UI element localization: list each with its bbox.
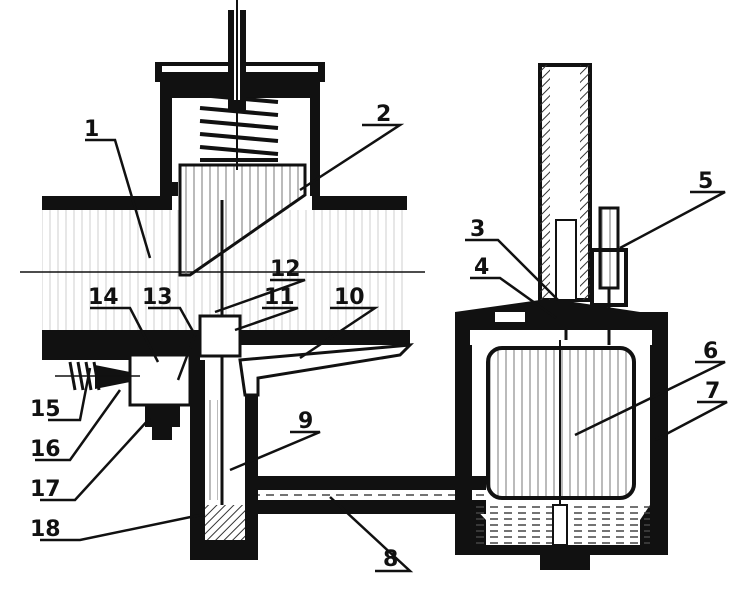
callout-labels: 1 2 3 4 5 6 7 8 9 10 11 12 13 14 15 16 1… — [30, 102, 720, 572]
idle-passage-10 — [238, 343, 414, 397]
leader-10 — [299, 306, 380, 360]
leader-9 — [229, 430, 321, 472]
throttle-slide — [178, 163, 307, 277]
leader-3 — [465, 238, 559, 301]
leader-16 — [35, 389, 122, 462]
callout-13: 13 — [142, 285, 173, 310]
callout-6: 6 — [703, 339, 718, 364]
callout-5: 5 — [698, 169, 713, 194]
leader-8 — [329, 496, 414, 573]
callout-11: 11 — [264, 285, 295, 310]
callout-14: 14 — [88, 285, 119, 310]
main-jet — [205, 505, 245, 540]
callout-1: 1 — [84, 117, 99, 142]
callout-9: 9 — [298, 409, 313, 434]
callout-16: 16 — [30, 437, 61, 462]
fuel-line — [258, 476, 486, 514]
callout-3: 3 — [470, 217, 485, 242]
leader-6 — [574, 360, 726, 437]
idle-jet-body — [128, 353, 192, 407]
callout-18: 18 — [30, 517, 61, 542]
callout-4: 4 — [474, 255, 489, 280]
leader-lines — [35, 123, 728, 573]
callout-10: 10 — [334, 285, 365, 310]
leader-14 — [90, 306, 160, 363]
leader-5 — [619, 190, 726, 250]
float-chamber — [455, 63, 668, 570]
needle-jet-block — [198, 314, 242, 358]
callout-15: 15 — [30, 397, 61, 422]
jet-tube — [190, 360, 258, 560]
idle-screw-17 — [145, 405, 180, 427]
leader-15 — [48, 367, 92, 422]
callout-17: 17 — [30, 477, 61, 502]
air-channel-top-wall-right — [312, 196, 407, 210]
leader-7 — [654, 400, 728, 442]
leader-4 — [470, 276, 557, 320]
leader-1 — [85, 138, 152, 259]
callout-7: 7 — [705, 379, 720, 404]
leader-12 — [214, 278, 306, 314]
carburetor-body — [20, 0, 425, 560]
air-channel-top-wall — [42, 182, 178, 196]
leader-17 — [40, 417, 151, 502]
slide-housing — [160, 80, 320, 196]
callout-8: 8 — [383, 547, 398, 572]
leader-2 — [299, 123, 405, 192]
float-chamber-lid — [455, 300, 668, 330]
leader-13 — [148, 306, 197, 381]
callout-2: 2 — [376, 102, 391, 127]
mixture-screw — [95, 365, 130, 389]
callout-12: 12 — [270, 257, 301, 282]
leader-11 — [234, 306, 299, 332]
leader-18 — [40, 512, 206, 542]
